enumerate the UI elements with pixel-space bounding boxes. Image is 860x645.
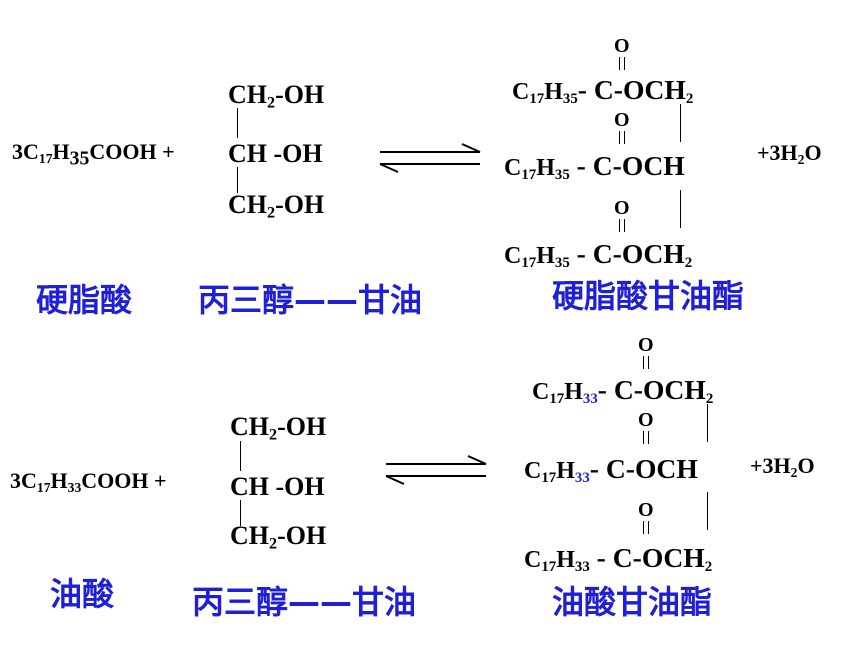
equilibrium-arrow: [385, 455, 487, 485]
glycerol-top-group: CH2-OH: [230, 412, 327, 444]
glycerol-mid-group: CH -OH: [230, 472, 325, 501]
bond-line: [240, 500, 241, 526]
stearic-acid-formula: 3C17H35COOH +: [12, 139, 175, 170]
ester-row-1: C17H33- C-OCH2: [532, 374, 714, 408]
ester-row-3: C17H33 - C-OCH2: [524, 542, 713, 576]
glycerol-top-group: CH2-OH: [228, 80, 325, 112]
bond-line: [707, 492, 708, 530]
glycerol-mid-group: CH -OH: [228, 139, 323, 168]
double-bond: [643, 356, 649, 369]
carbonyl-oxygen: O: [614, 35, 630, 57]
label-stearic-acid: 硬脂酸: [36, 281, 133, 319]
oleic-acid-formula: 3C17H33COOH +: [10, 468, 167, 495]
label-oleic-acid: 油酸: [50, 575, 115, 613]
label-glycerol: 丙三醇——甘油: [192, 583, 417, 621]
equilibrium-arrow: [379, 143, 481, 173]
double-bond: [619, 57, 625, 70]
ester-row-3: C17H35 - C-OCH2: [504, 238, 693, 272]
label-glycerol: 丙三醇——甘油: [198, 281, 423, 319]
carbonyl-oxygen: O: [638, 409, 654, 431]
double-bond: [643, 431, 649, 444]
carbonyl-oxygen: O: [638, 499, 654, 521]
glycerol-bottom-group: CH2-OH: [228, 190, 325, 222]
bond-line: [680, 104, 681, 142]
bond-line: [237, 167, 238, 193]
ester-row-2: C17H33- C-OCH: [524, 453, 698, 487]
label-glyceryl-oleate: 油酸甘油酯: [552, 583, 713, 621]
double-bond: [643, 521, 649, 534]
bond-line: [240, 441, 241, 471]
bond-line: [237, 108, 238, 138]
double-bond: [619, 219, 625, 232]
carbonyl-oxygen: O: [638, 334, 654, 356]
water-product: +3H2O: [750, 453, 815, 480]
ester-row-2: C17H35 - C-OCH: [504, 150, 685, 184]
carbonyl-oxygen: O: [614, 109, 630, 131]
water-product: +3H2O: [757, 140, 822, 167]
carbonyl-oxygen: O: [614, 197, 630, 219]
bond-line: [707, 404, 708, 442]
glycerol-bottom-group: CH2-OH: [230, 521, 327, 553]
label-glyceryl-stearate: 硬脂酸甘油酯: [552, 277, 745, 315]
bond-line: [680, 190, 681, 228]
double-bond: [619, 131, 625, 144]
ester-row-1: C17H35- C-OCH2: [512, 74, 694, 108]
